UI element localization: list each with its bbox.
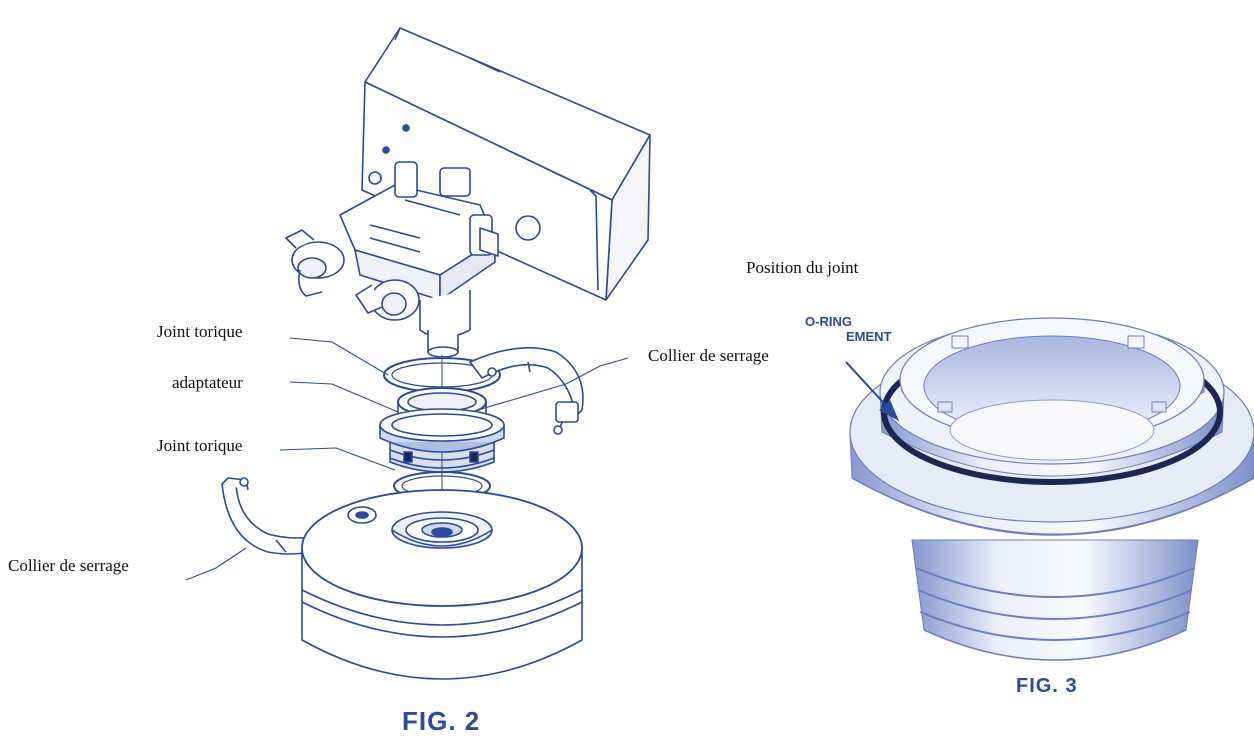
bypass-ports — [285, 229, 420, 321]
callout-line-1: O-RING — [805, 314, 852, 329]
label-collier-left: Collier de serrage — [8, 556, 129, 575]
o-ring-callout: O-RING EMENT — [805, 314, 892, 344]
label-joint-torique-bottom: Joint torique — [157, 436, 243, 455]
fig3-caption: FIG. 3 — [1016, 675, 1078, 697]
right-clamp — [469, 347, 584, 435]
valve-body — [339, 161, 499, 301]
valve-neck — [419, 290, 471, 358]
control-head-box — [361, 27, 651, 301]
adapter-closeup — [849, 317, 1254, 661]
o-ring-arrow — [845, 361, 900, 422]
callout-line-2: EMENT — [846, 329, 892, 344]
label-adaptateur: adaptateur — [172, 373, 243, 392]
label-position-du-joint: Position du joint — [746, 258, 859, 277]
fig2-caption: FIG. 2 — [402, 706, 481, 736]
adapter-part — [379, 387, 505, 473]
pressure-tank — [301, 489, 583, 680]
label-collier-right: Collier de serrage — [648, 346, 769, 365]
leader-lines — [185, 337, 629, 581]
label-joint-torique-top: Joint torique — [157, 322, 243, 341]
